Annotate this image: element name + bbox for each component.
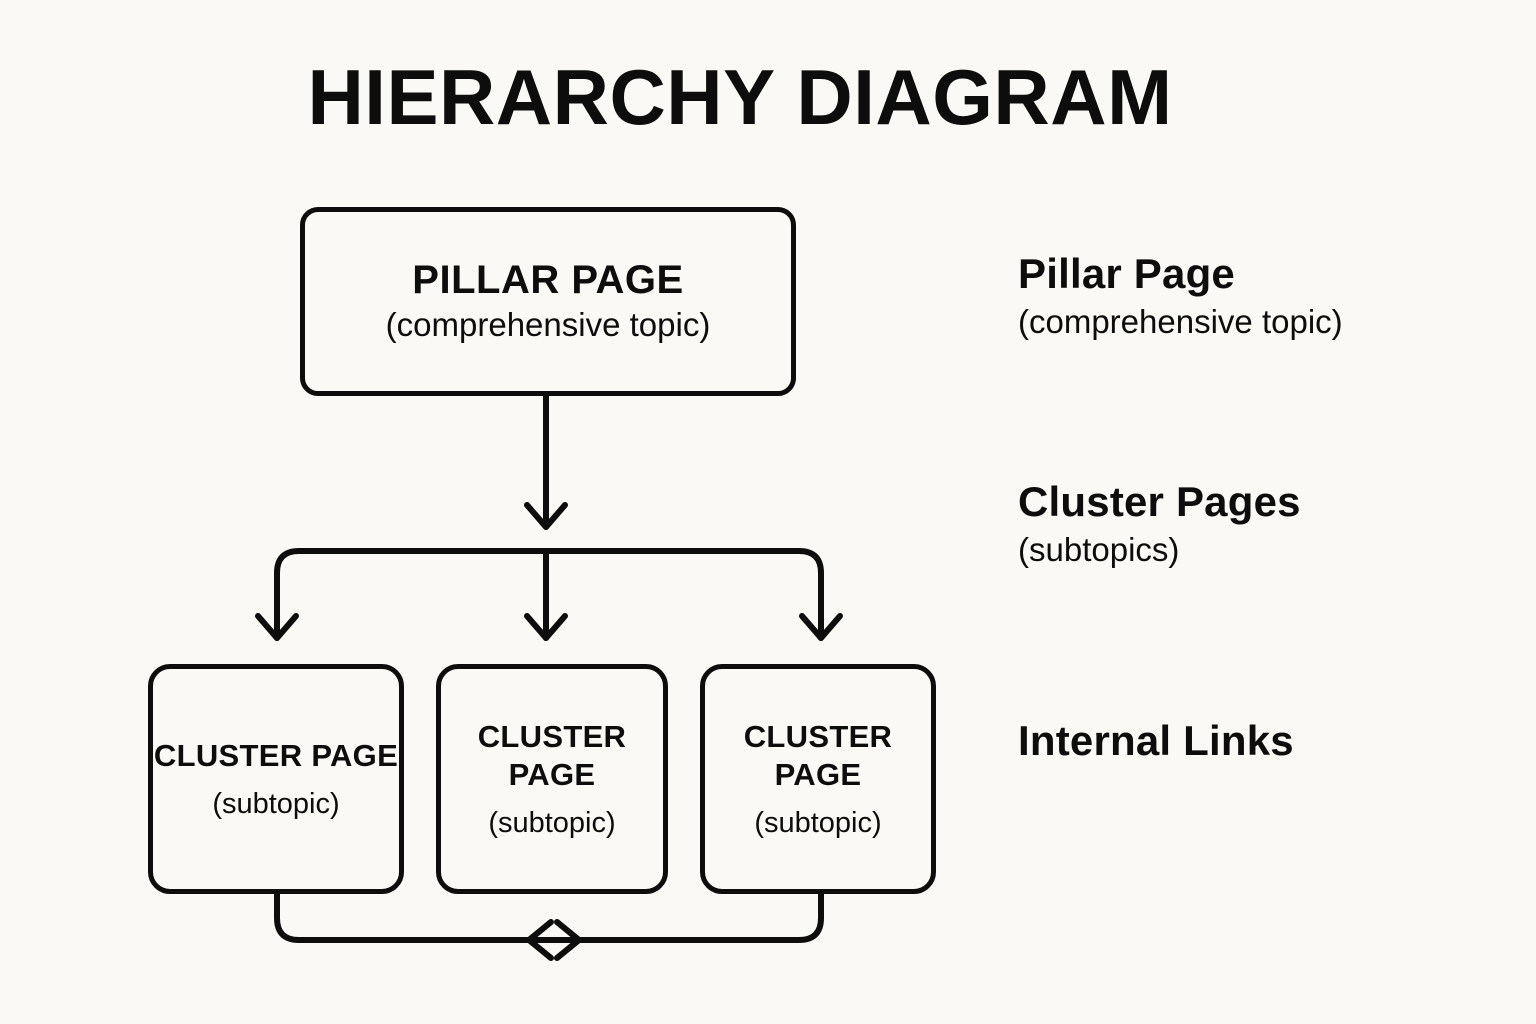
page-title: HIERARCHY DIAGRAM [307,53,1173,141]
node-cluster-page-1-title: CLUSTER PAGE [153,738,399,774]
node-pillar-page-subtitle: (comprehensive topic) [385,306,711,344]
legend-item-cluster-pages: Cluster Pages (subtopics) [1018,478,1301,569]
connector-internal-links [274,891,824,961]
node-cluster-page-3-subtitle: (subtopic) [754,806,882,839]
node-cluster-page-2[interactable]: CLUSTER PAGE (subtopic) [436,664,668,894]
arrowhead-right-icon [554,919,582,961]
node-cluster-page-2-subtitle: (subtopic) [488,806,616,839]
connector-pillar-to-bus [524,393,568,530]
arrowhead-down-icon [799,613,843,641]
legend-item-pillar-page-subtitle: (comprehensive topic) [1018,303,1343,341]
legend-item-pillar-page-title: Pillar Page [1018,250,1235,297]
node-pillar-page[interactable]: PILLAR PAGE (comprehensive topic) [300,207,796,396]
legend-item-cluster-pages-subtitle: (subtopics) [1018,531,1180,569]
arrowhead-left-icon [526,919,554,961]
legend-item-cluster-pages-title: Cluster Pages [1018,478,1301,525]
node-cluster-page-3[interactable]: CLUSTER PAGE (subtopic) [700,664,936,894]
legend-item-pillar-page: Pillar Page (comprehensive topic) [1018,250,1343,341]
node-cluster-page-3-title: CLUSTER PAGE [743,719,893,793]
node-pillar-page-title: PILLAR PAGE [412,258,684,303]
arrowhead-down-icon [255,613,299,641]
connector-bus-split [255,548,843,641]
arrowhead-down-icon [524,502,568,530]
legend-item-internal-links: Internal Links [1018,717,1294,764]
node-cluster-page-1[interactable]: CLUSTER PAGE (subtopic) [148,664,404,894]
arrowhead-down-icon [524,613,568,641]
legend-item-internal-links-title: Internal Links [1018,717,1294,764]
node-cluster-page-1-subtitle: (subtopic) [212,787,340,820]
node-cluster-page-2-title: CLUSTER PAGE [477,719,627,793]
